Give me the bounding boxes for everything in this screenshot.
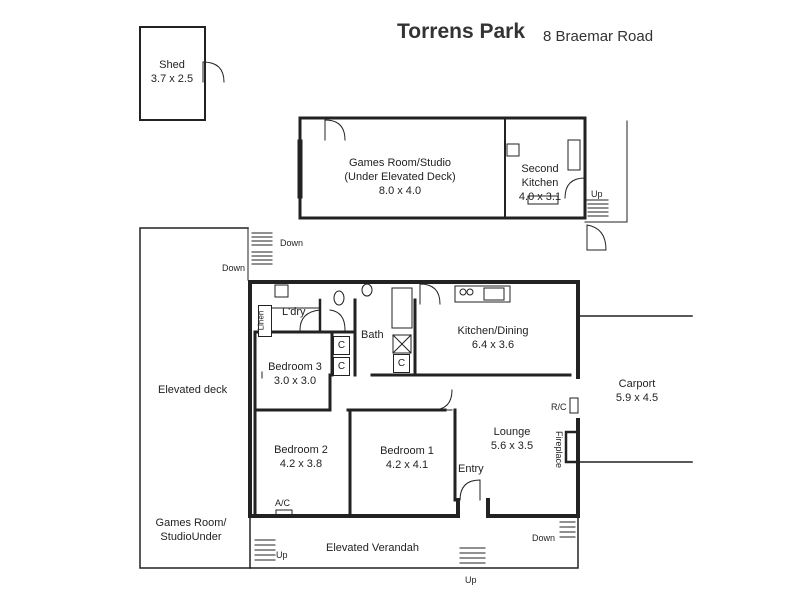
deck-stairs-down-label: Down (280, 238, 304, 248)
carport-size: 5.9 x 4.5 (615, 392, 659, 404)
deck-stairs (251, 232, 273, 265)
verandah-stairs-right (559, 521, 576, 538)
elevated-deck-outline (139, 227, 251, 569)
games-room-size: 8.0 x 4.0 (378, 185, 422, 197)
ac-unit (275, 509, 293, 517)
entry-door (459, 479, 481, 501)
bedroom3-name: Bedroom 3 (268, 361, 322, 373)
elevated-deck-label: Elevated deck (158, 384, 228, 396)
kitchen-dining-label: Kitchen/Dining 6.4 x 3.6 (448, 324, 538, 352)
second-kitchen-label: Second Kitchen 4.0 x 3.1 (510, 162, 570, 204)
verandah-left-up-label: Up (276, 550, 288, 560)
elevated-verandah-label: Elevated Verandah (326, 542, 419, 554)
interior-walls (253, 298, 572, 518)
shed-size: 3.7 x 2.5 (150, 73, 194, 85)
plan-title: Torrens Park (397, 20, 525, 43)
rc-label: R/C (551, 402, 567, 412)
bedroom2-label: Bedroom 2 4.2 x 3.8 (270, 443, 332, 471)
carport-name: Carport (618, 378, 656, 390)
second-kitchen-up-label: Up (591, 189, 603, 199)
second-kitchen-door (564, 177, 586, 199)
shed-walls (139, 26, 206, 121)
kitchen-bench (454, 285, 511, 303)
bedroom2-size: 4.2 x 3.8 (279, 458, 323, 470)
kitchen-dining-name: Kitchen/Dining (457, 325, 529, 337)
bathtub (391, 287, 413, 329)
bedroom3-size: 3.0 x 3.0 (273, 375, 317, 387)
games-room-under-line1: Games Room/ (155, 517, 227, 529)
shed-label: Shed 3.7 x 2.5 (143, 58, 201, 86)
second-kitchen-steps (584, 199, 609, 217)
kitchen-door (419, 283, 441, 305)
bedroom1-name: Bedroom 1 (380, 445, 434, 457)
ac-label: A/C (275, 498, 291, 508)
cupboard-1: C (333, 336, 350, 355)
plan-address: 8 Braemar Road (543, 28, 654, 45)
cupboard-3: C (393, 354, 410, 373)
entry-label: Entry (458, 463, 484, 475)
games-room-label: Games Room/Studio (Under Elevated Deck) … (330, 156, 470, 198)
second-kitchen-size: 4.0 x 3.1 (518, 191, 562, 203)
games-room-under-line2: StudioUnder (160, 531, 222, 543)
games-room-walls (298, 116, 587, 220)
bedroom2-name: Bedroom 2 (274, 444, 328, 456)
bedroom3-label: Bedroom 3 3.0 x 3.0 (265, 360, 325, 388)
cupboard-2: C (333, 357, 350, 376)
verandah-front-up-label: Up (465, 575, 477, 585)
shed-door (202, 61, 225, 83)
bedroom1-label: Bedroom 1 4.2 x 4.1 (376, 444, 438, 472)
games-room-line2: (Under Elevated Deck) (344, 171, 456, 183)
second-kitchen-line2: Kitchen (521, 177, 559, 189)
linen-cupboard: Linen (256, 305, 272, 337)
lounge-label: Lounge 5.6 x 3.5 (482, 425, 542, 453)
fireplace-label: Fireplace (554, 431, 564, 469)
linen-label: Linen (256, 310, 266, 331)
deck-stairs-down-label-2: Down (222, 263, 246, 273)
verandah-stairs-front (459, 547, 486, 564)
shed-name: Shed (159, 59, 185, 71)
bath-label: Bath (361, 329, 384, 341)
carport-label: Carport 5.9 x 4.5 (607, 377, 667, 405)
verandah-right-down-label: Down (532, 533, 556, 543)
carport-outline (577, 315, 693, 463)
games-room-under-label: Games Room/ StudioUnder (150, 516, 232, 544)
games-room-line1: Games Room/Studio (348, 157, 452, 169)
lounge-name: Lounge (493, 426, 531, 438)
laundry-label: L'dry (282, 306, 306, 318)
lounge-size: 5.6 x 3.5 (490, 440, 534, 452)
bedroom1-size: 4.2 x 4.1 (385, 459, 429, 471)
verandah-outline (249, 515, 579, 569)
verandah-stairs-left (254, 539, 276, 561)
games-room-door (324, 119, 346, 141)
kitchen-dining-size: 6.4 x 3.6 (471, 339, 515, 351)
second-kitchen-line1: Second (521, 163, 559, 175)
